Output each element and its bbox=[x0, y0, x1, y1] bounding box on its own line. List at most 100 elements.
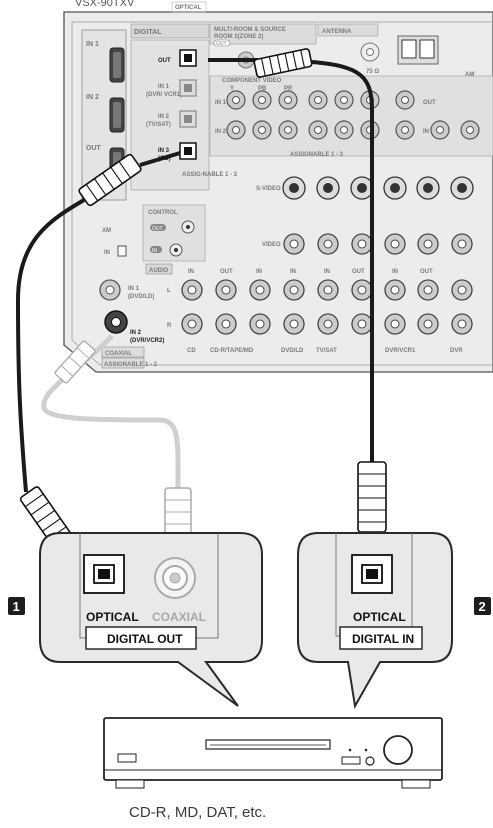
receiver-rear-panel: IN 1 IN 2 OUT DIGITAL OPTICAL OUT IN 1 (… bbox=[63, 1, 493, 373]
coaxial-label: COAXIAL bbox=[105, 351, 132, 357]
antenna-label: ANTENNA bbox=[322, 29, 352, 35]
optical-in2-sub: (TV/SAT) bbox=[146, 122, 171, 128]
audio-bottom-cd: CD bbox=[187, 348, 196, 354]
digital-label: DIGITAL bbox=[134, 29, 162, 36]
device-caption: CD-R, MD, DAT, etc. bbox=[129, 804, 266, 821]
antenna-section: ANTENNA 75 Ω AM bbox=[317, 23, 474, 78]
optical-in2-label: IN 2 bbox=[158, 114, 170, 120]
comp-in2-label: IN 2 bbox=[215, 129, 227, 135]
badge-1 bbox=[8, 597, 25, 615]
recorder-device bbox=[103, 717, 443, 789]
coax-in2-label: IN 2 bbox=[130, 330, 142, 336]
device-volume-knob[interactable] bbox=[383, 735, 413, 765]
audio-section: AUDIO L R IN OUT IN IN IN OUT IN OUT bbox=[145, 263, 473, 354]
comp-pr-label: PR bbox=[284, 86, 293, 92]
comp-in1-label: IN 1 bbox=[215, 100, 227, 106]
comp-pb-label: PB bbox=[258, 86, 267, 92]
multiroom-label: MULTI-ROOM & SOURCE bbox=[214, 27, 286, 33]
component-jack-row-2 bbox=[226, 120, 480, 140]
panel2-group-label: DIGITAL IN bbox=[352, 632, 414, 646]
audio-bottom-tv: TV/SAT bbox=[316, 348, 337, 354]
optical-cable-out bbox=[208, 58, 374, 470]
audio-label: AUDIO bbox=[149, 268, 169, 274]
audio-in-out-6: OUT bbox=[352, 269, 365, 275]
badge-2-text: 2 bbox=[479, 599, 486, 614]
optical-in1-label: IN 1 bbox=[158, 84, 170, 90]
audio-in-out-7: IN bbox=[392, 269, 398, 275]
panel1-optical-jack[interactable] bbox=[83, 554, 125, 594]
audio-bottom-dvd: DVD/LD bbox=[281, 348, 304, 354]
hdmi-label-in1: IN 1 bbox=[86, 41, 99, 48]
control-label: CONTROL bbox=[148, 210, 178, 216]
audio-jack-row-r bbox=[181, 313, 473, 335]
panel2-optical-label: OPTICAL bbox=[353, 610, 406, 624]
panel2-optical-jack[interactable] bbox=[351, 554, 393, 594]
audio-in-out-5: IN bbox=[324, 269, 330, 275]
audio-in-out-1: IN bbox=[188, 269, 194, 275]
device-button[interactable] bbox=[341, 756, 361, 765]
optical-in1-sub: (DVR/ VCR1) bbox=[146, 92, 182, 98]
hdmi-label-out: OUT bbox=[86, 145, 102, 152]
optical-out-label: OUT bbox=[158, 58, 171, 64]
optical-in3-jack[interactable] bbox=[179, 142, 197, 160]
xm-label: XM bbox=[102, 228, 111, 234]
audio-in-out-8: OUT bbox=[420, 269, 433, 275]
xm-section: XM IN bbox=[102, 228, 127, 257]
optical-label: OPTICAL bbox=[175, 5, 202, 11]
control-out-label: OUT bbox=[152, 226, 163, 232]
coax-in1-sub: (DVD/LD) bbox=[128, 294, 154, 300]
optical-plug-top bbox=[253, 48, 313, 78]
optical-plug-in3 bbox=[78, 153, 142, 207]
optical-assignable-label: ASSIG-NABLE 1 - 3 bbox=[182, 172, 238, 178]
audio-in-out-3: IN bbox=[256, 269, 262, 275]
audio-bottom-cdr: CD-R/TAPE/MD bbox=[210, 348, 254, 354]
control-in-label: IN bbox=[152, 248, 157, 254]
panel-digital-out: OPTICAL COAXIAL DIGITAL OUT bbox=[39, 532, 263, 707]
svideo-label: S-VIDEO bbox=[256, 186, 281, 192]
device-led bbox=[364, 748, 368, 752]
comp-y-label: Y bbox=[230, 86, 234, 92]
optical-cable-in3 bbox=[15, 151, 181, 493]
comp-out-label: OUT bbox=[423, 100, 436, 106]
device-small-knob[interactable] bbox=[365, 756, 375, 766]
badge-2 bbox=[474, 597, 491, 615]
optical-in2-jack[interactable] bbox=[179, 110, 197, 128]
antenna-am-label: AM bbox=[465, 72, 474, 78]
audio-jack-row-l bbox=[181, 279, 473, 301]
xm-in-port[interactable] bbox=[117, 245, 127, 257]
audio-in-out-4: IN bbox=[290, 269, 296, 275]
coax-in2-sub: (DVR/VCR2) bbox=[130, 338, 164, 344]
antenna-ohm-label: 75 Ω bbox=[366, 69, 379, 75]
audio-bottom-dvr: DVR bbox=[450, 348, 463, 354]
badge-1-text: 1 bbox=[13, 599, 20, 614]
component-video-label: COMPONENT VIDEO bbox=[222, 78, 282, 84]
digital-optical-section: DIGITAL OPTICAL OUT IN 1 (DVR/ VCR1) IN … bbox=[130, 1, 238, 191]
panel1-coaxial-label: COAXIAL bbox=[152, 610, 206, 624]
coaxial-section: IN 1 (DVD/LD) IN 2 (DVR/VCR2) COAXIAL AS… bbox=[99, 279, 164, 369]
video-label: VIDEO bbox=[262, 242, 281, 248]
audio-in-out-2: OUT bbox=[220, 269, 233, 275]
panel1-group-label: DIGITAL OUT bbox=[107, 632, 183, 646]
optical-out-jack[interactable] bbox=[179, 49, 197, 67]
coaxial-plug-top bbox=[54, 340, 96, 384]
panel1-optical-label: OPTICAL bbox=[86, 610, 139, 624]
coax-in1-label: IN 1 bbox=[128, 286, 140, 292]
control-section: CONTROL OUT IN bbox=[142, 204, 206, 262]
cables bbox=[15, 48, 387, 564]
room2-out-label: OUT bbox=[216, 41, 227, 47]
panel1-coaxial-jack[interactable] bbox=[154, 557, 196, 599]
device-display bbox=[117, 753, 137, 763]
svideo-section: S-VIDEO bbox=[256, 176, 474, 200]
audio-r-label: R bbox=[167, 323, 172, 329]
audio-l-label: L bbox=[167, 288, 171, 294]
component-assignable-label: ASSIGNABLE 1 - 3 bbox=[290, 152, 344, 158]
audio-bottom-dvr1: DVR/VCR1 bbox=[385, 348, 416, 354]
optical-in1-jack[interactable] bbox=[179, 79, 197, 97]
video-section: VIDEO bbox=[262, 233, 473, 255]
model-text: VSX-90TXV bbox=[75, 0, 135, 9]
xm-in-label: IN bbox=[104, 250, 110, 256]
device-disc-tray[interactable] bbox=[205, 739, 331, 750]
panel-digital-in: OPTICAL DIGITAL IN bbox=[297, 532, 453, 709]
coaxial-assignable-label: ASSIGNABLE 1 - 2 bbox=[104, 362, 158, 368]
